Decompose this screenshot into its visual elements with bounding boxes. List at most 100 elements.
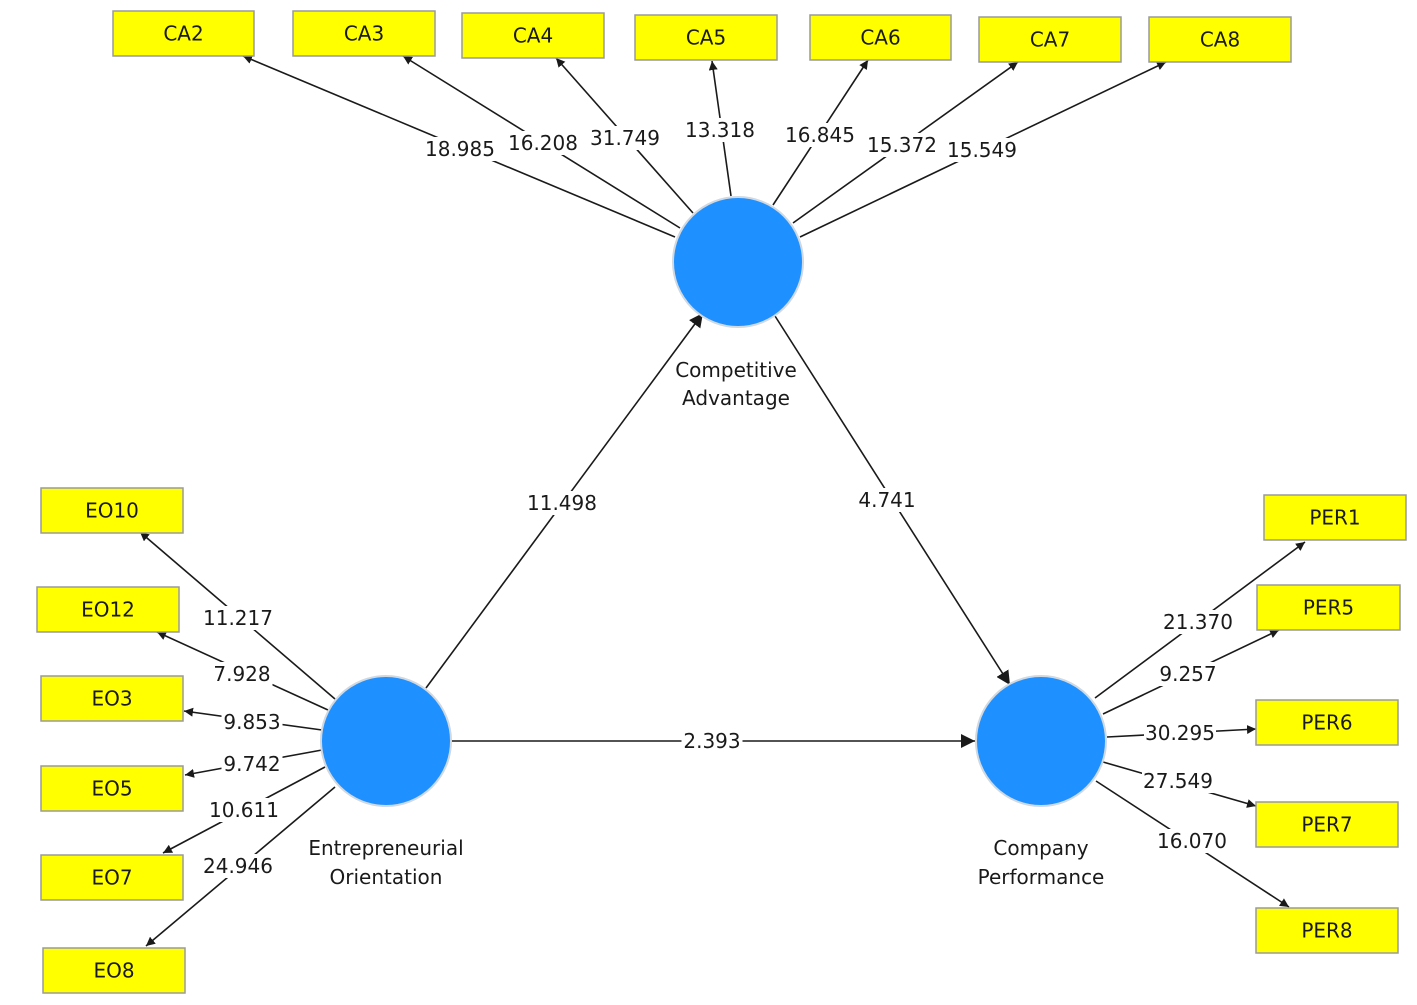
indicator-eo5[interactable]: EO5 bbox=[40, 765, 184, 812]
loading-coefficient-ca3-value: 16.208 bbox=[508, 131, 578, 155]
indicator-label: CA3 bbox=[344, 22, 384, 46]
loading-coefficient-per5: 9.257 bbox=[1157, 662, 1219, 686]
indicator-eo10[interactable]: EO10 bbox=[40, 487, 184, 534]
latent-variable-circle bbox=[975, 675, 1107, 807]
indicator-label: EO5 bbox=[91, 777, 132, 801]
loading-coefficient-ca5: 13.318 bbox=[684, 118, 756, 142]
latent-variable-label-line: Competitive bbox=[675, 358, 797, 382]
indicator-label: EO7 bbox=[91, 866, 132, 890]
indicator-label: EO3 bbox=[91, 687, 132, 711]
indicator-per8[interactable]: PER8 bbox=[1255, 907, 1399, 954]
indicator-ca5[interactable]: CA5 bbox=[634, 14, 778, 61]
indicator-ca6[interactable]: CA6 bbox=[809, 14, 952, 61]
indicator-box bbox=[36, 586, 180, 633]
indicator-box bbox=[1263, 494, 1407, 541]
loading-coefficient-eo8-background bbox=[202, 854, 274, 878]
indicator-box bbox=[40, 765, 184, 812]
latent-variable-label-line: Advantage bbox=[682, 386, 790, 410]
loading-coefficient-ca7: 15.372 bbox=[866, 133, 938, 157]
indicator-label: PER6 bbox=[1301, 711, 1352, 735]
latent-variable-label-line: Orientation bbox=[330, 865, 443, 889]
indicator-label: PER8 bbox=[1301, 919, 1352, 943]
loading-coefficient-per7-value: 27.549 bbox=[1143, 769, 1213, 793]
indicator-ca2[interactable]: CA2 bbox=[112, 10, 255, 57]
path-coefficient-eo-ca: 11.498 bbox=[526, 491, 598, 515]
loading-coefficient-ca3: 16.208 bbox=[507, 131, 579, 155]
indicator-box bbox=[40, 487, 184, 534]
indicator-label: CA6 bbox=[860, 26, 900, 50]
indicator-eo3[interactable]: EO3 bbox=[40, 675, 184, 722]
indicator-per1[interactable]: PER1 bbox=[1263, 494, 1407, 541]
indicator-label: CA5 bbox=[686, 26, 726, 50]
loading-coefficient-per8-value: 16.070 bbox=[1157, 829, 1227, 853]
indicator-label: PER5 bbox=[1303, 596, 1354, 620]
path-coefficient-ca-cp-background bbox=[856, 488, 918, 512]
loading-coefficient-per6-background bbox=[1144, 721, 1216, 745]
indicator-box bbox=[1255, 907, 1399, 954]
indicator-ca3[interactable]: CA3 bbox=[292, 10, 436, 57]
indicator-per7[interactable]: PER7 bbox=[1255, 801, 1399, 848]
indicator-label: EO12 bbox=[81, 598, 135, 622]
loading-coefficient-eo7-background bbox=[208, 798, 280, 822]
indicator-box bbox=[40, 675, 184, 722]
indicator-box bbox=[292, 10, 436, 57]
indicator-per6[interactable]: PER6 bbox=[1255, 699, 1399, 746]
loading-coefficient-per1-value: 21.370 bbox=[1163, 610, 1233, 634]
loading-coefficient-per7-background bbox=[1142, 769, 1214, 793]
indicator-label: PER1 bbox=[1309, 506, 1360, 530]
indicator-eo7[interactable]: EO7 bbox=[40, 854, 184, 901]
loading-coefficient-eo12: 7.928 bbox=[211, 662, 273, 686]
indicator-box bbox=[1256, 584, 1401, 631]
indicator-label: CA4 bbox=[513, 24, 553, 48]
indicator-ca8[interactable]: CA8 bbox=[1148, 16, 1292, 63]
indicator-label: EO10 bbox=[85, 499, 139, 523]
loading-coefficient-ca8-value: 15.549 bbox=[947, 138, 1017, 162]
loading-coefficient-eo8: 24.946 bbox=[202, 854, 274, 878]
path-coefficient-ca-cp-value: 4.741 bbox=[858, 488, 915, 512]
loading-coefficient-eo3-background bbox=[221, 710, 283, 734]
loading-coefficient-per8: 16.070 bbox=[1156, 829, 1228, 853]
path-coefficient-eo-cp: 2.393 bbox=[681, 729, 743, 753]
indicator-box bbox=[112, 10, 255, 57]
loading-coefficient-eo10-background bbox=[202, 606, 274, 630]
loading-coefficient-per6-value: 30.295 bbox=[1145, 721, 1215, 745]
indicator-box bbox=[809, 14, 952, 61]
loading-coefficient-ca4-value: 31.749 bbox=[590, 126, 660, 150]
loading-coefficient-per5-value: 9.257 bbox=[1159, 662, 1216, 686]
loading-coefficient-eo5: 9.742 bbox=[221, 752, 283, 776]
loading-coefficient-ca2-background bbox=[424, 137, 496, 161]
loading-coefficient-per6: 30.295 bbox=[1144, 721, 1216, 745]
loading-coefficient-eo12-value: 7.928 bbox=[213, 662, 270, 686]
indicator-ca4[interactable]: CA4 bbox=[461, 12, 605, 59]
indicator-eo8[interactable]: EO8 bbox=[42, 947, 186, 994]
loading-coefficient-ca6-background bbox=[784, 123, 856, 147]
latent-variable-label-line: Performance bbox=[978, 865, 1105, 889]
loading-coefficient-eo3-value: 9.853 bbox=[223, 710, 280, 734]
loading-coefficient-per7: 27.549 bbox=[1142, 769, 1214, 793]
latent-variable-label-line: Entrepreneurial bbox=[308, 836, 463, 860]
loading-coefficient-eo5-background bbox=[221, 752, 283, 776]
indicator-per5[interactable]: PER5 bbox=[1256, 584, 1401, 631]
loading-coefficient-per1-background bbox=[1162, 610, 1234, 634]
indicator-box bbox=[1255, 699, 1399, 746]
loading-coefficient-eo10: 11.217 bbox=[202, 606, 274, 630]
indicator-label: PER7 bbox=[1301, 813, 1352, 837]
indicator-label: CA2 bbox=[163, 22, 203, 46]
latent-variable-circle bbox=[672, 196, 804, 328]
indicator-eo12[interactable]: EO12 bbox=[36, 586, 180, 633]
indicator-ca7[interactable]: CA7 bbox=[978, 16, 1122, 63]
loading-coefficient-ca7-value: 15.372 bbox=[867, 133, 937, 157]
indicator-box bbox=[978, 16, 1122, 63]
loading-coefficient-ca4: 31.749 bbox=[589, 126, 661, 150]
loading-coefficient-ca6-value: 16.845 bbox=[785, 123, 855, 147]
indicator-box bbox=[40, 854, 184, 901]
path-coefficient-ca-cp: 4.741 bbox=[856, 488, 918, 512]
indicator-box bbox=[634, 14, 778, 61]
loading-coefficient-eo12-background bbox=[211, 662, 273, 686]
latent-variable-label-line: Company bbox=[993, 836, 1088, 860]
loading-coefficient-ca5-background bbox=[684, 118, 756, 142]
